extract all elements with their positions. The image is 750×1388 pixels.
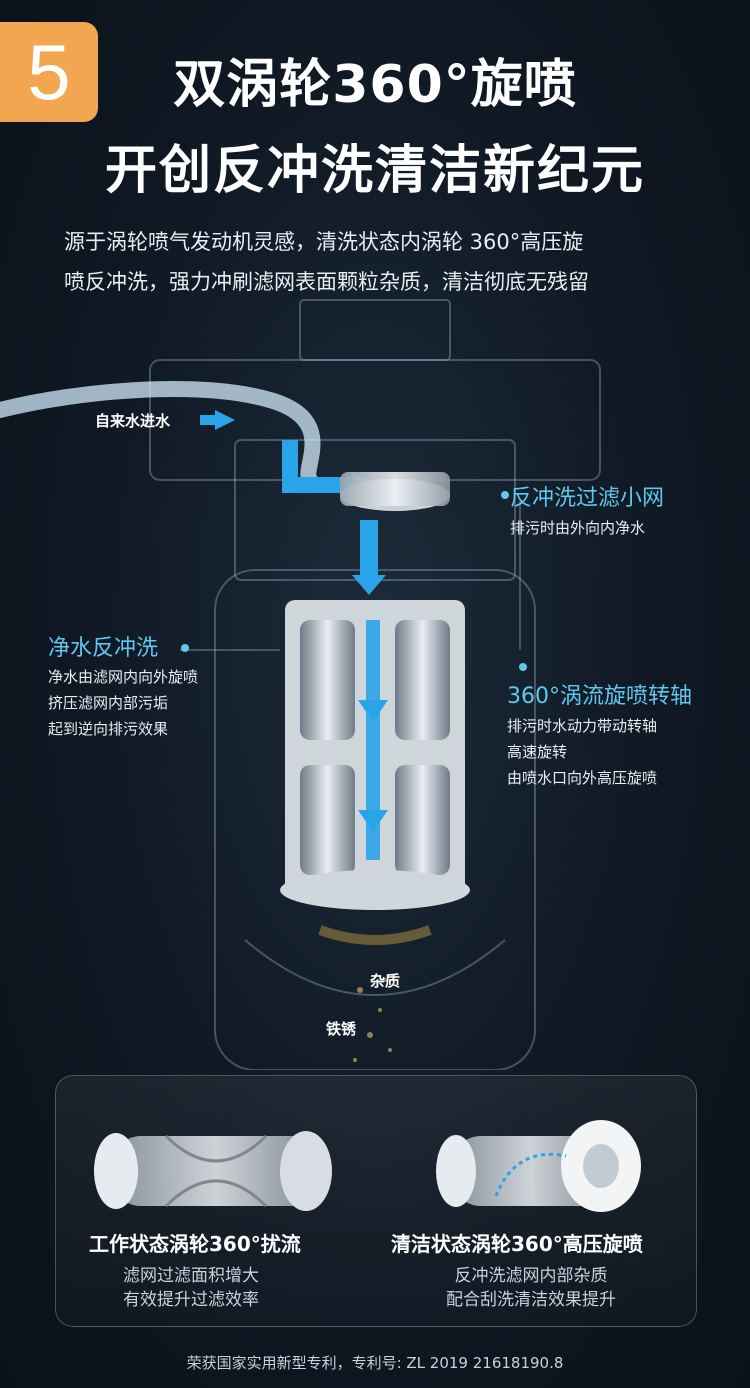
spring-top-right <box>395 620 450 740</box>
spring-bottom-right <box>395 765 450 875</box>
step-number: 5 <box>27 27 71 116</box>
inlet-label: 自来水进水 <box>95 412 171 430</box>
callout-clean-backwash-line-3: 起到逆向排污效果 <box>48 720 169 738</box>
description-line-2: 喷反冲洗，强力冲刷滤网表面颗粒杂质，清洁彻底无残留 <box>64 270 589 294</box>
filter-diagram: 自来水进水 反冲洗过滤小网 排污时由外向内净水 净水反冲洗 净水由滤网内向外旋喷… <box>0 290 750 1070</box>
callout-small-mesh-title: 反冲洗过滤小网 <box>510 486 665 511</box>
headline-line-1: 双涡轮360°旋喷 <box>173 55 577 115</box>
callout-small-mesh-line-1: 排污时由外向内净水 <box>510 519 646 537</box>
panel-right-line-1: 反冲洗滤网内部杂质 <box>454 1266 608 1286</box>
comparison-panel: 工作状态涡轮360°扰流 滤网过滤面积增大 有效提升过滤效率 清洁状态涡轮360… <box>55 1075 697 1327</box>
panel-illustrations <box>94 1120 641 1212</box>
step-number-badge: 5 <box>0 22 98 122</box>
callout-spin-axis-line-2: 高速旋转 <box>507 743 568 761</box>
filter-illustration <box>0 299 601 1070</box>
callout-spin-axis-title: 360°涡流旋喷转轴 <box>507 684 692 709</box>
spring-top-left <box>300 620 355 740</box>
inlet-water-stream <box>0 381 321 488</box>
panel-right-line-2: 配合刮洗清洁效果提升 <box>446 1290 616 1310</box>
callout-clean-backwash-line-2: 挤压滤网内部污垢 <box>48 694 169 712</box>
spring-bottom-left <box>300 765 355 875</box>
panel-right-title: 清洁状态涡轮360°高压旋喷 <box>391 1232 643 1256</box>
clean-state-turbine-image <box>436 1120 641 1212</box>
panel-left-line-1: 滤网过滤面积增大 <box>123 1266 259 1286</box>
rust-particles <box>353 978 392 1062</box>
callout-clean-backwash-title: 净水反冲洗 <box>48 636 159 661</box>
downflow <box>360 520 378 580</box>
headline-line-2: 开创反冲洗清洁新纪元 <box>104 141 645 201</box>
description-line-1: 源于涡轮喷气发动机灵感，清洗状态内涡轮 360°高压旋 <box>64 230 584 254</box>
callout-clean-backwash-line-1: 净水由滤网内向外旋喷 <box>48 668 199 686</box>
debris-flow <box>318 925 432 945</box>
work-state-turbine-image <box>94 1131 332 1211</box>
panel-left-title: 工作状态涡轮360°扰流 <box>89 1232 301 1256</box>
callout-spin-axis-line-1: 排污时水动力带动转轴 <box>507 717 658 735</box>
impurity-label: 杂质 <box>370 972 401 990</box>
flow-path <box>282 440 355 493</box>
patent-footnote: 荣获国家实用新型专利，专利号: ZL 2019 21618190.8 <box>186 1354 564 1372</box>
callout-spin-axis-line-3: 由喷水口向外高压旋喷 <box>507 769 658 787</box>
panel-left-line-2: 有效提升过滤效率 <box>123 1290 259 1310</box>
rust-label: 铁锈 <box>326 1020 357 1038</box>
